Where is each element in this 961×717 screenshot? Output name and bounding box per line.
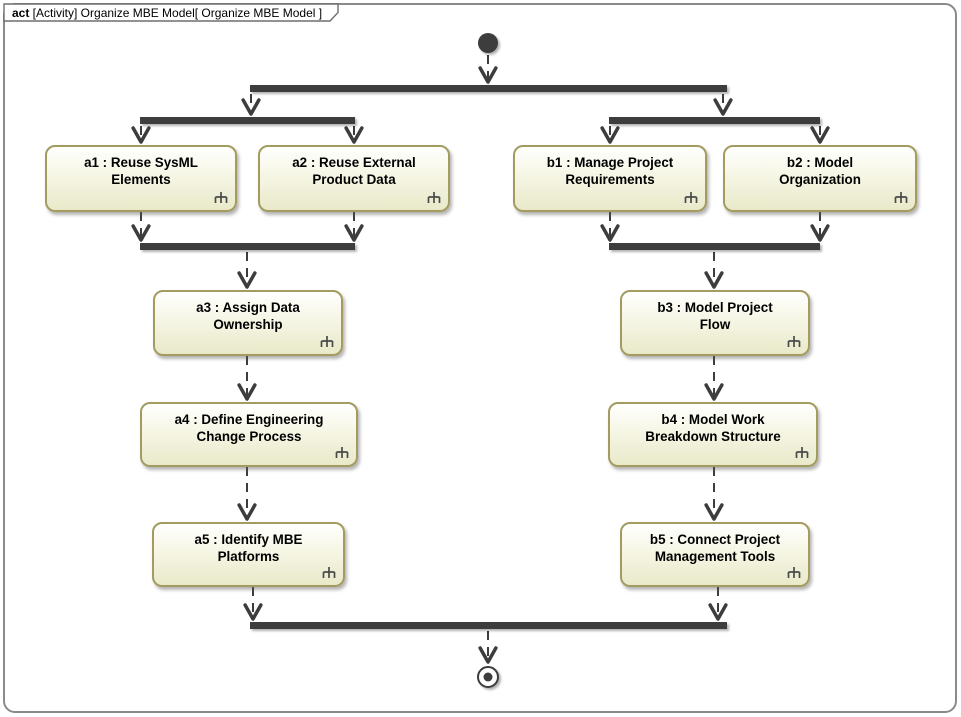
control-flow-edges	[131, 55, 830, 664]
action-label: Platforms	[217, 549, 280, 564]
rake-icon	[894, 192, 908, 203]
rake-icon	[427, 192, 441, 203]
action-b3[interactable]: b3 : Model Project Flow	[620, 290, 810, 356]
action-a1[interactable]: a1 : Reuse SysML Elements	[45, 145, 237, 212]
action-a5[interactable]: a5 : Identify MBE Platforms	[152, 522, 345, 587]
action-a4[interactable]: a4 : Define Engineering Change Process	[140, 402, 358, 467]
join-bar-right[interactable]	[609, 243, 820, 250]
action-label: Flow	[699, 317, 731, 332]
action-a3[interactable]: a3 : Assign Data Ownership	[153, 290, 343, 356]
frame-title-tab	[3, 3, 339, 22]
action-label: Breakdown Structure	[645, 429, 781, 444]
fork-join-bars	[140, 85, 820, 629]
action-label: Organization	[779, 172, 861, 187]
action-label: b2 : Model	[786, 155, 854, 170]
rake-icon	[322, 567, 336, 578]
action-label: a4 : Define Engineering	[174, 412, 324, 427]
rake-icon	[684, 192, 698, 203]
initial-node[interactable]	[478, 33, 498, 53]
action-b5[interactable]: b5 : Connect Project Management Tools	[620, 522, 810, 587]
action-label: b5 : Connect Project	[649, 532, 781, 547]
activity-final-node[interactable]	[477, 666, 499, 688]
rake-icon	[335, 447, 349, 458]
action-label: a2 : Reuse External	[292, 155, 416, 170]
rake-icon	[787, 336, 801, 347]
action-b1[interactable]: b1 : Manage Project Requirements	[513, 145, 707, 212]
action-label: Elements	[111, 172, 171, 187]
final-node-dot	[483, 672, 493, 682]
action-label: Change Process	[196, 429, 302, 444]
action-label: a5 : Identify MBE	[194, 532, 303, 547]
rake-icon	[795, 447, 809, 458]
action-label: Management Tools	[654, 549, 776, 564]
action-label: b1 : Manage Project	[546, 155, 674, 170]
action-label: Requirements	[565, 172, 655, 187]
join-bar-left[interactable]	[140, 243, 355, 250]
diagram-frame	[3, 3, 957, 713]
rake-icon	[214, 192, 228, 203]
action-label: b4 : Model Work	[661, 412, 765, 427]
action-label: b3 : Model Project	[657, 300, 773, 315]
action-label: Ownership	[213, 317, 283, 332]
join-bar-bottom[interactable]	[250, 622, 727, 629]
rake-icon	[320, 336, 334, 347]
action-b2[interactable]: b2 : Model Organization	[723, 145, 917, 212]
action-label: Product Data	[312, 172, 396, 187]
fork-bar-main[interactable]	[250, 85, 727, 92]
frame-title: act [Activity] Organize MBE Model[ Organ…	[12, 6, 332, 20]
fork-bar-right[interactable]	[609, 117, 820, 124]
fork-bar-left[interactable]	[140, 117, 355, 124]
frame-keyword: act	[12, 6, 30, 20]
action-b4[interactable]: b4 : Model Work Breakdown Structure	[608, 402, 818, 467]
action-a2[interactable]: a2 : Reuse External Product Data	[258, 145, 450, 212]
rake-icon	[787, 567, 801, 578]
frame-title-text: [Activity] Organize MBE Model[ Organize …	[29, 6, 323, 20]
action-label: a1 : Reuse SysML	[84, 155, 198, 170]
action-label: a3 : Assign Data	[196, 300, 300, 315]
